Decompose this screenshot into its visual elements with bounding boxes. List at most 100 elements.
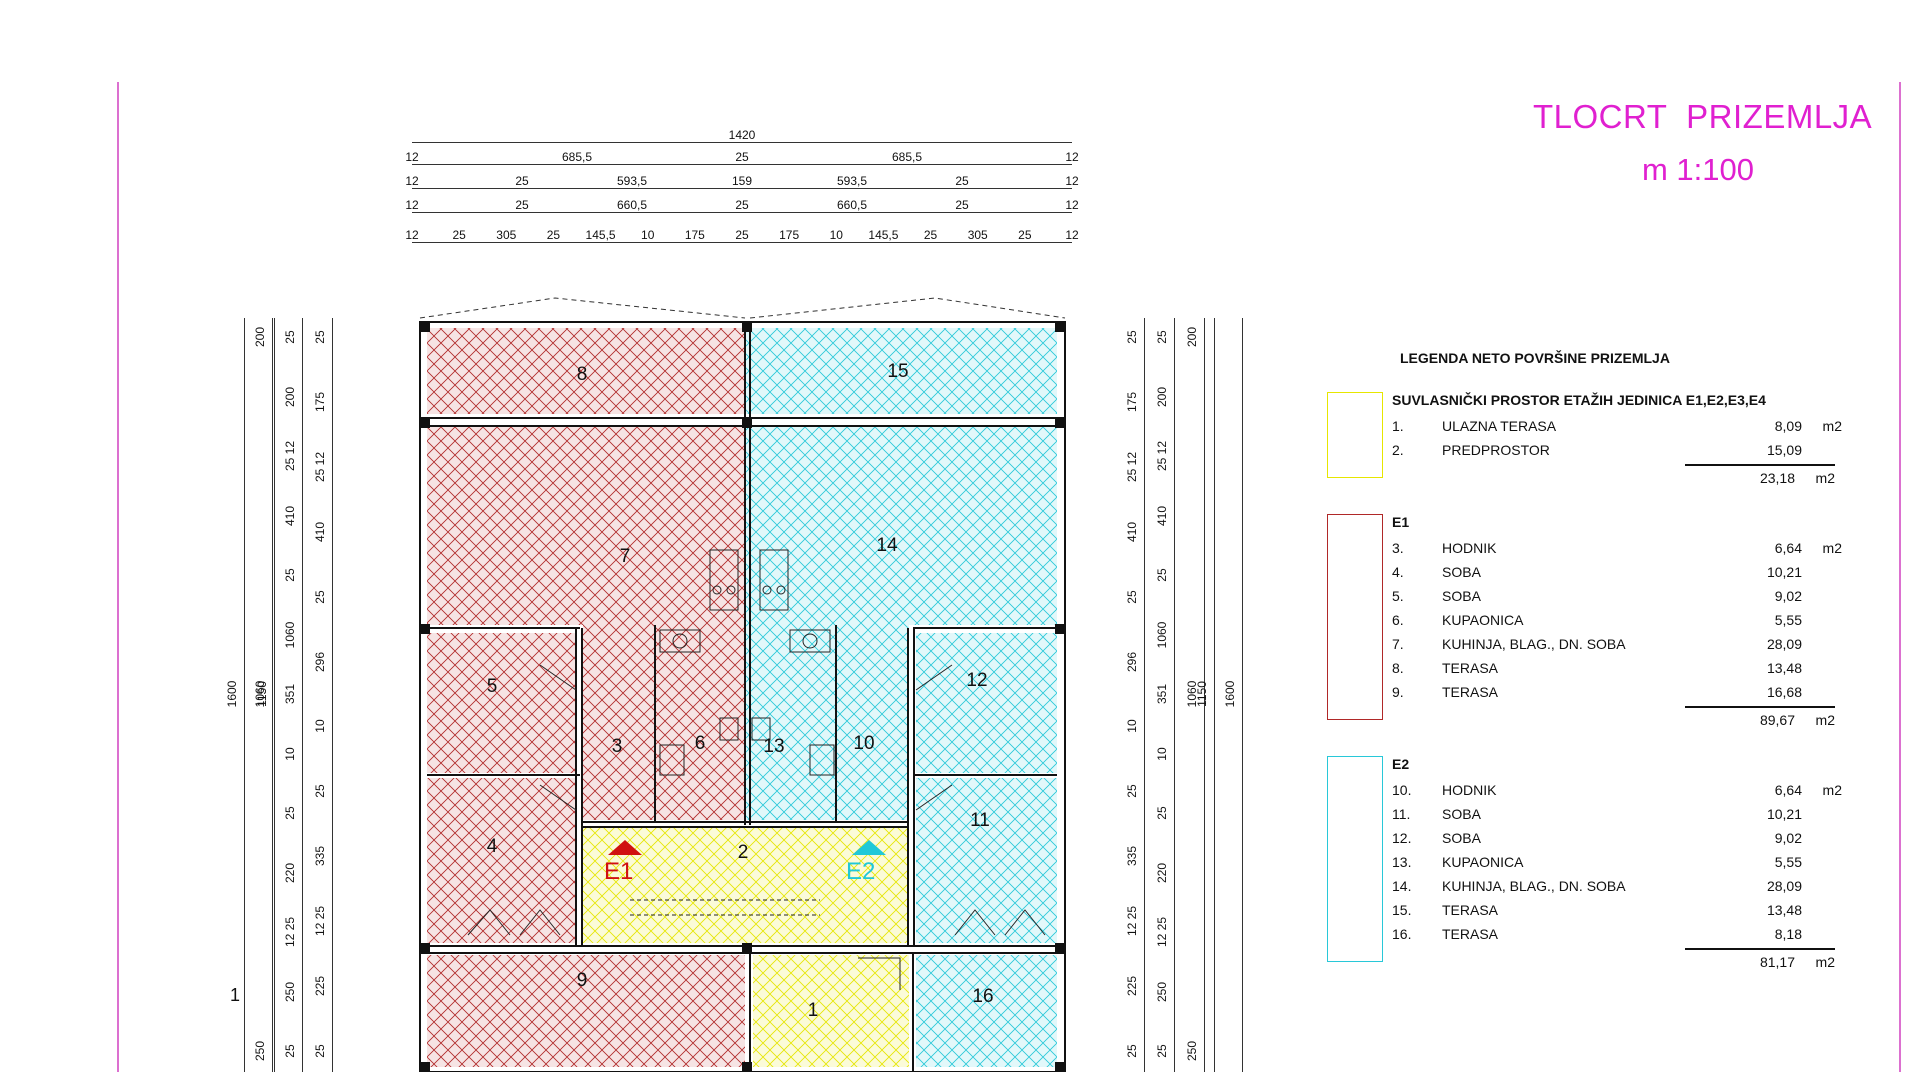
dimension-value: 25 12 xyxy=(283,440,297,472)
room-5-fill xyxy=(427,633,575,773)
room-number-1: 1 xyxy=(807,1000,819,1021)
legend-no: 12. xyxy=(1392,830,1412,846)
dimension-value: 351 xyxy=(1155,683,1169,705)
legend-no: 14. xyxy=(1392,878,1412,894)
legend-no: 1. xyxy=(1392,418,1404,434)
dimension-value: 410 xyxy=(313,521,327,542)
legend-area: 6,64 xyxy=(1774,540,1802,556)
dimension-value: 25 xyxy=(1125,589,1139,604)
dimension-value: 10 xyxy=(1125,719,1139,734)
dimension-value: 296 xyxy=(313,651,327,672)
legend-no: 11. xyxy=(1392,806,1411,822)
dimension-value: 1150 xyxy=(1195,681,1209,707)
dimension-value: 220 xyxy=(283,862,297,883)
dimension-value: 25 xyxy=(546,228,561,242)
dimension-value: 25 xyxy=(313,330,327,344)
room-number-8: 8 xyxy=(576,364,588,385)
legend-total-area: 89,67 xyxy=(1759,712,1795,728)
dimension-line-vertical xyxy=(1144,318,1145,1072)
dimension-value: 145,5 xyxy=(585,228,616,242)
room-number-5: 5 xyxy=(486,676,498,697)
legend-name: KUHINJA, BLAG., DN. SOBA xyxy=(1442,878,1626,894)
legend-total-area: 81,17 xyxy=(1759,954,1795,970)
legend-no: 5. xyxy=(1392,588,1404,604)
room-14-fill xyxy=(746,427,1057,625)
dimension-line-vertical xyxy=(274,318,275,1072)
legend-name: SOBA xyxy=(1442,830,1481,846)
dimension-value: 25 xyxy=(283,330,297,344)
dimension-value: 25 xyxy=(283,568,297,582)
room-13-fill xyxy=(746,625,836,820)
legend-name: SOBA xyxy=(1442,564,1481,580)
dimension-value: 12 xyxy=(405,150,419,164)
legend-area: 10,21 xyxy=(1766,564,1802,580)
dimension-value: 25 xyxy=(283,806,297,820)
dimension-value: 25 xyxy=(1155,330,1169,344)
room-15-fill xyxy=(746,328,1057,414)
dimension-value: 10 xyxy=(283,746,297,761)
dimension-value: 12 25 xyxy=(313,906,327,937)
room-number-6: 6 xyxy=(694,733,706,754)
dimension-value: 660,5 xyxy=(836,198,868,212)
dimension-value: 12 xyxy=(1065,174,1079,188)
room-number-14: 14 xyxy=(876,535,898,556)
room-1-fill xyxy=(753,955,909,1067)
dimension-value: 1060 xyxy=(283,621,297,648)
dimension-value: 335 xyxy=(313,846,327,867)
dimension-value: 1060 xyxy=(253,680,267,708)
legend-row: 14. KUHINJA, BLAG., DN. SOBA 28,09 xyxy=(1392,878,1842,898)
dimension-value: 1420 xyxy=(728,128,756,142)
legend-no: 3. xyxy=(1392,540,1404,556)
room-6-fill xyxy=(655,625,745,820)
entrance-e2-arrow xyxy=(852,840,886,855)
room-16-fill xyxy=(916,955,1057,1067)
dimension-value: 175 xyxy=(779,228,800,242)
dimension-value: 25 xyxy=(1125,1044,1139,1058)
legend-swatch xyxy=(1327,514,1383,720)
dimension-value: 10 xyxy=(641,228,655,242)
dimension-value: 225 xyxy=(313,976,327,997)
legend-area: 13,48 xyxy=(1766,660,1802,676)
dimension-value: 250 xyxy=(1185,1040,1199,1062)
legend-area: 28,09 xyxy=(1766,878,1802,894)
dimension-line-vertical xyxy=(1214,318,1215,1072)
dimension-value: 12 xyxy=(405,174,419,188)
legend-area: 9,02 xyxy=(1774,830,1802,846)
legend-name: KUPAONICA xyxy=(1442,612,1524,628)
dimension-value: 175 xyxy=(1125,391,1139,412)
dimension-value: 410 xyxy=(1155,505,1169,526)
dimension-line-vertical xyxy=(244,318,245,1072)
dimension-value: 159 xyxy=(731,174,753,188)
dimension-line-vertical xyxy=(1242,318,1243,1072)
room-number-2: 2 xyxy=(737,842,749,863)
legend-no: 2. xyxy=(1392,442,1404,458)
room-7-fill xyxy=(427,427,745,625)
dimension-value: 25 12 xyxy=(1155,440,1169,472)
room-8-fill xyxy=(427,328,745,414)
dimension-value: 200 xyxy=(283,386,297,407)
room-number-7: 7 xyxy=(619,546,631,567)
dimension-value: 25 xyxy=(452,228,466,242)
dimension-value: 25 12 xyxy=(313,451,327,482)
dimension-value: 593,5 xyxy=(836,174,868,188)
dimension-value: 25 xyxy=(735,198,749,212)
dimension-value: 12 xyxy=(1065,198,1079,212)
room-number-9: 9 xyxy=(576,970,588,991)
dimension-value: 220 xyxy=(1155,862,1169,883)
dimension-value: 593,5 xyxy=(616,174,648,188)
legend-name: SOBA xyxy=(1442,806,1481,822)
room-3-fill xyxy=(583,625,655,820)
dimension-line xyxy=(412,188,1072,189)
dimension-value: 145,5 xyxy=(868,228,899,242)
